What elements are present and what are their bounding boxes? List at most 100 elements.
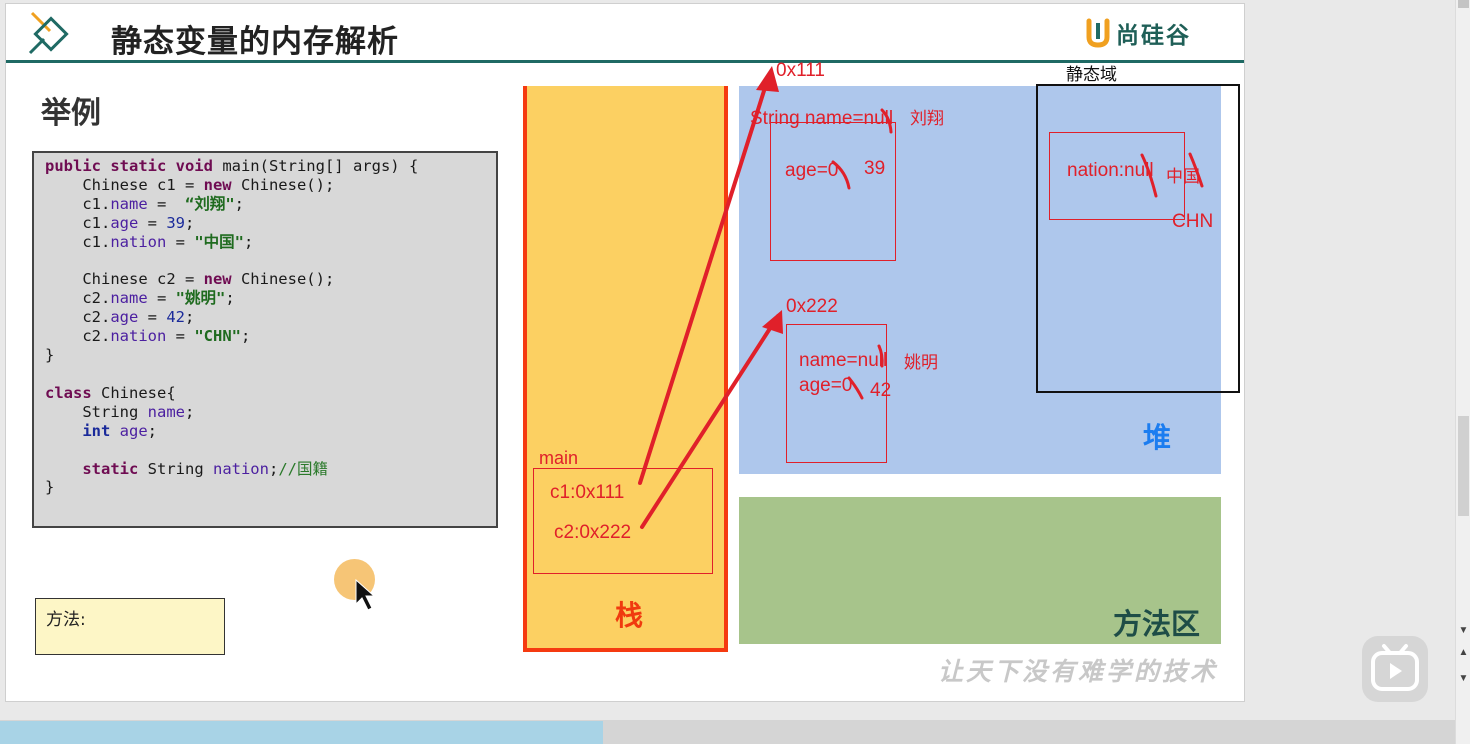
strike-nation-1 (1140, 153, 1158, 198)
static-area-box (1036, 84, 1240, 393)
scroll-down-arrow-icon[interactable]: ▼ (1458, 625, 1469, 636)
stack-label: 栈 (615, 599, 644, 632)
c2-reference: c2:0x222 (554, 522, 632, 543)
code-text: ; (147, 421, 158, 440)
title-divider (6, 60, 1244, 63)
page-title: 静态变量的内存解析 (111, 24, 399, 60)
code-keyword: new (203, 175, 232, 194)
obj2-name-field: name=null (799, 350, 888, 371)
arrow-c2-to-object2 (640, 314, 780, 529)
nation-box (1049, 132, 1185, 220)
obj1-name-field: String name=null (750, 108, 894, 129)
scroll-up-arrow-icon[interactable]: ▲ (1458, 647, 1469, 658)
code-field: name (110, 289, 148, 308)
code-number: 42 (166, 308, 185, 327)
code-string: "姚明" (175, 289, 226, 308)
method-area-region: 方法区 (739, 497, 1221, 644)
scroll-down-arrow-icon-2[interactable]: ▼ (1458, 673, 1469, 684)
code-field: nation (110, 232, 167, 251)
title-bar: 静态变量的内存解析 尚硅谷 (6, 4, 1244, 63)
code-comment: //国籍 (278, 459, 328, 478)
code-text: ; (225, 289, 235, 308)
code-text: c1. (45, 194, 111, 213)
code-field: nation (212, 459, 269, 478)
code-text: main(String[] args) { (212, 157, 419, 175)
strike-obj2-name (877, 344, 884, 368)
code-text: c1. (45, 213, 111, 232)
code-text: } (45, 346, 55, 365)
code-field: name (147, 402, 185, 421)
watermark-slogan: 让天下没有难学的技术 (938, 657, 1219, 686)
heap-label: 堆 (1143, 421, 1172, 454)
code-text: ; (185, 308, 195, 327)
slide: 静态变量的内存解析 尚硅谷 举例 public static void main… (5, 3, 1245, 702)
code-text: = (138, 213, 167, 232)
method-note-box: 方法: (35, 598, 225, 655)
code-number: 39 (166, 213, 185, 232)
arrow-head-2-icon (762, 310, 783, 334)
strike-obj1-name (880, 108, 893, 134)
scrollbar-thumb[interactable] (1458, 416, 1469, 516)
brand-logo: 尚硅谷 (1084, 16, 1191, 50)
main-frame-label: main (539, 448, 579, 468)
code-field: nation (110, 327, 167, 346)
code-text: String (138, 459, 213, 478)
code-text: = (166, 327, 195, 346)
code-text: Chinese c2 = (45, 270, 204, 289)
taskbar-preview (0, 721, 603, 744)
video-player-button[interactable] (1362, 636, 1428, 702)
method-area-label: 方法区 (1113, 607, 1201, 641)
code-text: c1. (45, 232, 111, 251)
stack-region: 栈 (523, 86, 728, 652)
address-0x222: 0x222 (786, 296, 838, 317)
code-text: ; (184, 402, 195, 421)
code-text: Chinese(); (231, 175, 335, 194)
code-field: age (119, 421, 148, 440)
address-0x111: 0x111 (776, 60, 825, 81)
code-block: public static void main(String[] args) {… (32, 151, 498, 528)
code-keyword: new (203, 270, 232, 289)
code-field: name (110, 194, 148, 213)
code-text: ; (268, 459, 279, 478)
obj2-name-value: 姚明 (904, 353, 938, 372)
strike-obj1-age (831, 160, 851, 190)
bilibili-tv-icon (1371, 644, 1419, 691)
obj1-age-value: 39 (864, 158, 886, 179)
code-string: "CHN" (194, 327, 241, 346)
code-keyword: class (45, 383, 92, 402)
code-text: c2. (45, 308, 111, 327)
nation-field: nation:null (1067, 160, 1154, 181)
c1-reference: c1:0x111 (550, 482, 625, 503)
static-area-label: 静态域 (1066, 65, 1117, 85)
code-string: “刘翔" (184, 194, 235, 213)
code-text: = (166, 232, 195, 251)
nation-value-cn: 中国 (1166, 167, 1200, 186)
code-text: ; (234, 194, 244, 213)
brand-name: 尚硅谷 (1116, 23, 1191, 49)
code-text: Chinese(); (231, 270, 335, 289)
code-text: String (45, 402, 148, 421)
code-text: ; (244, 232, 254, 251)
main-frame-box (533, 468, 713, 574)
object1-box (770, 122, 896, 261)
obj2-age-field: age=0 (799, 375, 853, 396)
vertical-scrollbar[interactable] (1455, 0, 1470, 744)
code-text: c2. (45, 327, 111, 346)
example-heading: 举例 (41, 96, 101, 131)
code-text: = (147, 289, 176, 308)
brand-mark-icon (1086, 18, 1110, 48)
code-keyword: static (82, 459, 139, 478)
code-text: c2. (45, 289, 111, 308)
code-text: ; (185, 213, 195, 232)
strike-nation-2 (1188, 152, 1204, 188)
code-field: age (110, 308, 139, 327)
strike-obj2-age (847, 376, 864, 400)
code-text: } (45, 478, 55, 497)
code-field: age (110, 213, 139, 232)
code-text: = (147, 194, 185, 213)
obj1-age-field: age=0 (785, 160, 839, 181)
code-keyword: int (82, 421, 111, 440)
code-text: = (138, 308, 167, 327)
scrollbar-thumb-top[interactable] (1458, 0, 1469, 8)
